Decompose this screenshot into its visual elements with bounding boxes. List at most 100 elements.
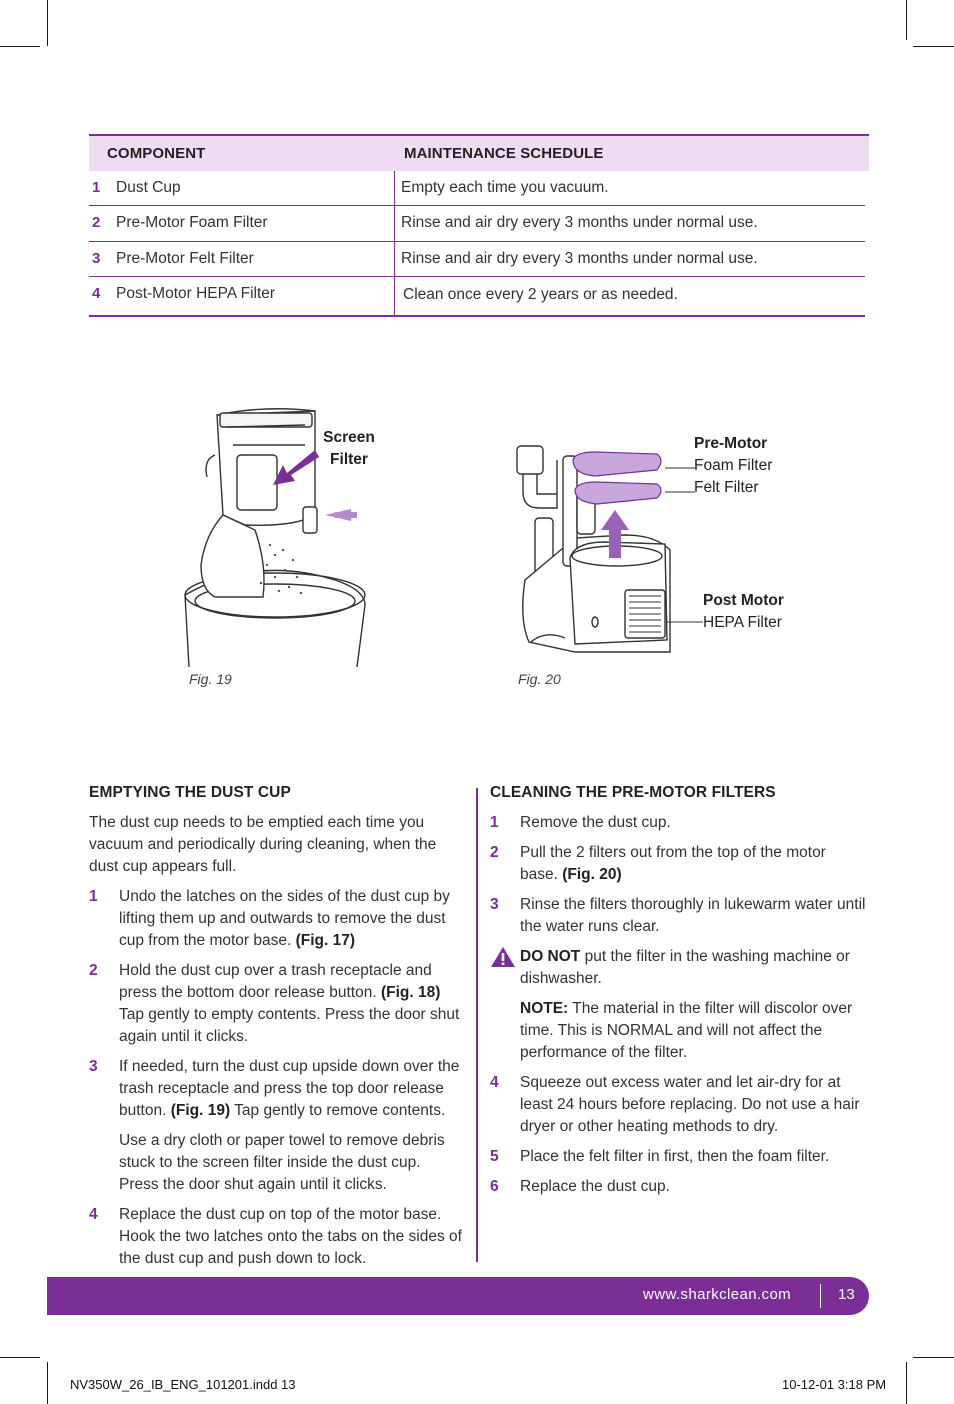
step-item: 5 Place the felt filter in first, then t… xyxy=(490,1146,868,1168)
row-number: 2 xyxy=(92,214,101,231)
row-component: Dust Cup xyxy=(116,179,181,196)
dust-cup-illustration xyxy=(184,408,366,668)
step-text: Undo the latches on the sides of the dus… xyxy=(119,888,450,949)
table-row: 4 Post-Motor HEPA Filter Clean once ever… xyxy=(89,277,869,316)
row-divider xyxy=(89,276,865,277)
note-text: The material in the filter will discolor… xyxy=(520,1000,853,1061)
step-text: Hold the dust cup over a trash receptacl… xyxy=(119,962,432,1001)
row-schedule: Rinse and air dry every 3 months under n… xyxy=(401,250,758,267)
row-number: 3 xyxy=(92,250,101,267)
step-item: 4 Replace the dust cup on top of the mot… xyxy=(89,1204,463,1270)
crop-mark xyxy=(913,1357,954,1358)
felt-filter-label: Felt Filter xyxy=(694,479,759,496)
figure-reference: (Fig. 19) xyxy=(170,1102,231,1119)
step-number: 1 xyxy=(490,814,499,831)
emptying-dust-cup-section: EMPTYING THE DUST CUP The dust cup needs… xyxy=(89,782,463,1278)
step-item: 2 Pull the 2 filters out from the top of… xyxy=(490,842,868,886)
crop-mark xyxy=(0,46,40,47)
step-text: Place the felt filter in first, then the… xyxy=(520,1148,830,1165)
row-component: Post-Motor HEPA Filter xyxy=(116,285,276,302)
note-bold: NOTE: xyxy=(520,1000,569,1017)
step-item: 4 Squeeze out excess water and let air-d… xyxy=(490,1072,868,1138)
figure-reference: (Fig. 18) xyxy=(380,984,441,1001)
screen-filter-label: Screen Filter xyxy=(323,427,375,471)
figure-reference: (Fig. 17) xyxy=(295,932,356,949)
warning-note: DO NOT put the filter in the washing mac… xyxy=(490,946,868,990)
step-text: Replace the dust cup on top of the motor… xyxy=(119,1206,462,1267)
step-item: 3 Rinse the filters thoroughly in lukewa… xyxy=(490,894,868,938)
step-text: Remove the dust cup. xyxy=(520,814,671,831)
step-item: 1 Remove the dust cup. xyxy=(490,812,868,834)
row-number: 4 xyxy=(92,285,101,302)
step-number: 3 xyxy=(490,896,499,913)
row-divider xyxy=(89,241,865,242)
header-component: COMPONENT xyxy=(107,145,206,162)
crop-mark xyxy=(0,1357,40,1358)
hepa-filter-label: HEPA Filter xyxy=(703,614,782,631)
column-divider xyxy=(394,171,395,316)
step-item: 2 Hold the dust cup over a trash recepta… xyxy=(89,960,463,1048)
foam-filter-label: Foam Filter xyxy=(694,457,773,474)
intro-paragraph: The dust cup needs to be emptied each ti… xyxy=(89,814,437,875)
table-bottom-rule xyxy=(89,315,865,317)
step-number: 5 xyxy=(490,1148,499,1165)
step-text: If needed, turn the dust cup upside down… xyxy=(119,1058,460,1119)
row-schedule: Rinse and air dry every 3 months under n… xyxy=(401,214,758,231)
postmotor-callout: Post Motor HEPA Filter xyxy=(703,590,784,634)
premotor-title: Pre-Motor xyxy=(694,435,768,452)
row-component: Pre-Motor Foam Filter xyxy=(116,214,268,231)
warning-bold: DO NOT xyxy=(520,948,581,965)
step-item: 3 If needed, turn the dust cup upside do… xyxy=(89,1056,463,1122)
crop-mark xyxy=(47,1362,48,1404)
crop-mark xyxy=(47,0,48,46)
crop-mark xyxy=(906,1362,907,1404)
row-schedule: Clean once every 2 years or as needed. xyxy=(403,286,678,303)
section-heading: EMPTYING THE DUST CUP xyxy=(89,784,291,801)
step-text: Pull the 2 filters out from the top of t… xyxy=(520,844,826,883)
step-text: Tap gently to remove contents. xyxy=(234,1102,446,1119)
step-number: 1 xyxy=(89,888,98,905)
step-number: 3 xyxy=(89,1058,98,1075)
table-header: COMPONENT MAINTENANCE SCHEDULE xyxy=(89,136,869,171)
section-heading: CLEANING THE PRE-MOTOR FILTERS xyxy=(490,784,776,801)
warning-icon xyxy=(490,946,516,975)
crop-mark xyxy=(906,0,907,40)
step-text: Squeeze out excess water and let air-dry… xyxy=(520,1074,860,1135)
premotor-callout: Pre-Motor Foam Filter Felt Filter xyxy=(694,433,772,499)
motor-base-illustration xyxy=(516,445,703,653)
row-schedule: Empty each time you vacuum. xyxy=(401,179,609,196)
step-number: 4 xyxy=(490,1074,499,1091)
row-divider xyxy=(89,205,865,206)
step-number: 4 xyxy=(89,1206,98,1223)
row-number: 1 xyxy=(92,179,101,196)
figure-reference: (Fig. 20) xyxy=(562,866,622,883)
table-row: 2 Pre-Motor Foam Filter Rinse and air dr… xyxy=(89,206,869,242)
website-link[interactable]: www.sharkclean.com xyxy=(643,1286,792,1303)
page-number: 13 xyxy=(838,1286,855,1303)
footer-bar: www.sharkclean.com 13 xyxy=(47,1277,869,1315)
fig-20-caption: Fig. 20 xyxy=(518,671,561,687)
figure-20 xyxy=(505,430,705,675)
crop-mark xyxy=(913,46,954,47)
screen-filter-label-line1: Screen xyxy=(323,429,375,446)
slug-date: 10-12-01 3:18 PM xyxy=(782,1377,887,1392)
note-paragraph: NOTE: The material in the filter will di… xyxy=(490,998,868,1064)
footer-separator xyxy=(820,1284,821,1308)
table-row: 3 Pre-Motor Felt Filter Rinse and air dr… xyxy=(89,242,869,277)
header-schedule: MAINTENANCE SCHEDULE xyxy=(404,145,604,162)
column-divider-rule xyxy=(476,788,478,1262)
row-component: Pre-Motor Felt Filter xyxy=(116,250,254,267)
step-number: 6 xyxy=(490,1178,499,1195)
table-body: 1 Dust Cup Empty each time you vacuum. 2… xyxy=(89,171,869,317)
table-top-rule xyxy=(89,134,869,136)
step-text: Tap gently to empty contents. Press the … xyxy=(119,1006,460,1045)
cleaning-filters-section: CLEANING THE PRE-MOTOR FILTERS 1 Remove … xyxy=(490,782,868,1206)
postmotor-title: Post Motor xyxy=(703,592,784,609)
warning-text: put the filter in the washing machine or… xyxy=(520,948,850,987)
step-item: 1 Undo the latches on the sides of the d… xyxy=(89,886,463,952)
screen-filter-label-line2: Filter xyxy=(330,451,368,468)
step-item: 6 Replace the dust cup. xyxy=(490,1176,868,1198)
fig-19-caption: Fig. 19 xyxy=(189,671,232,687)
step-text: Rinse the filters thoroughly in lukewarm… xyxy=(520,896,866,935)
step-text: Replace the dust cup. xyxy=(520,1178,670,1195)
